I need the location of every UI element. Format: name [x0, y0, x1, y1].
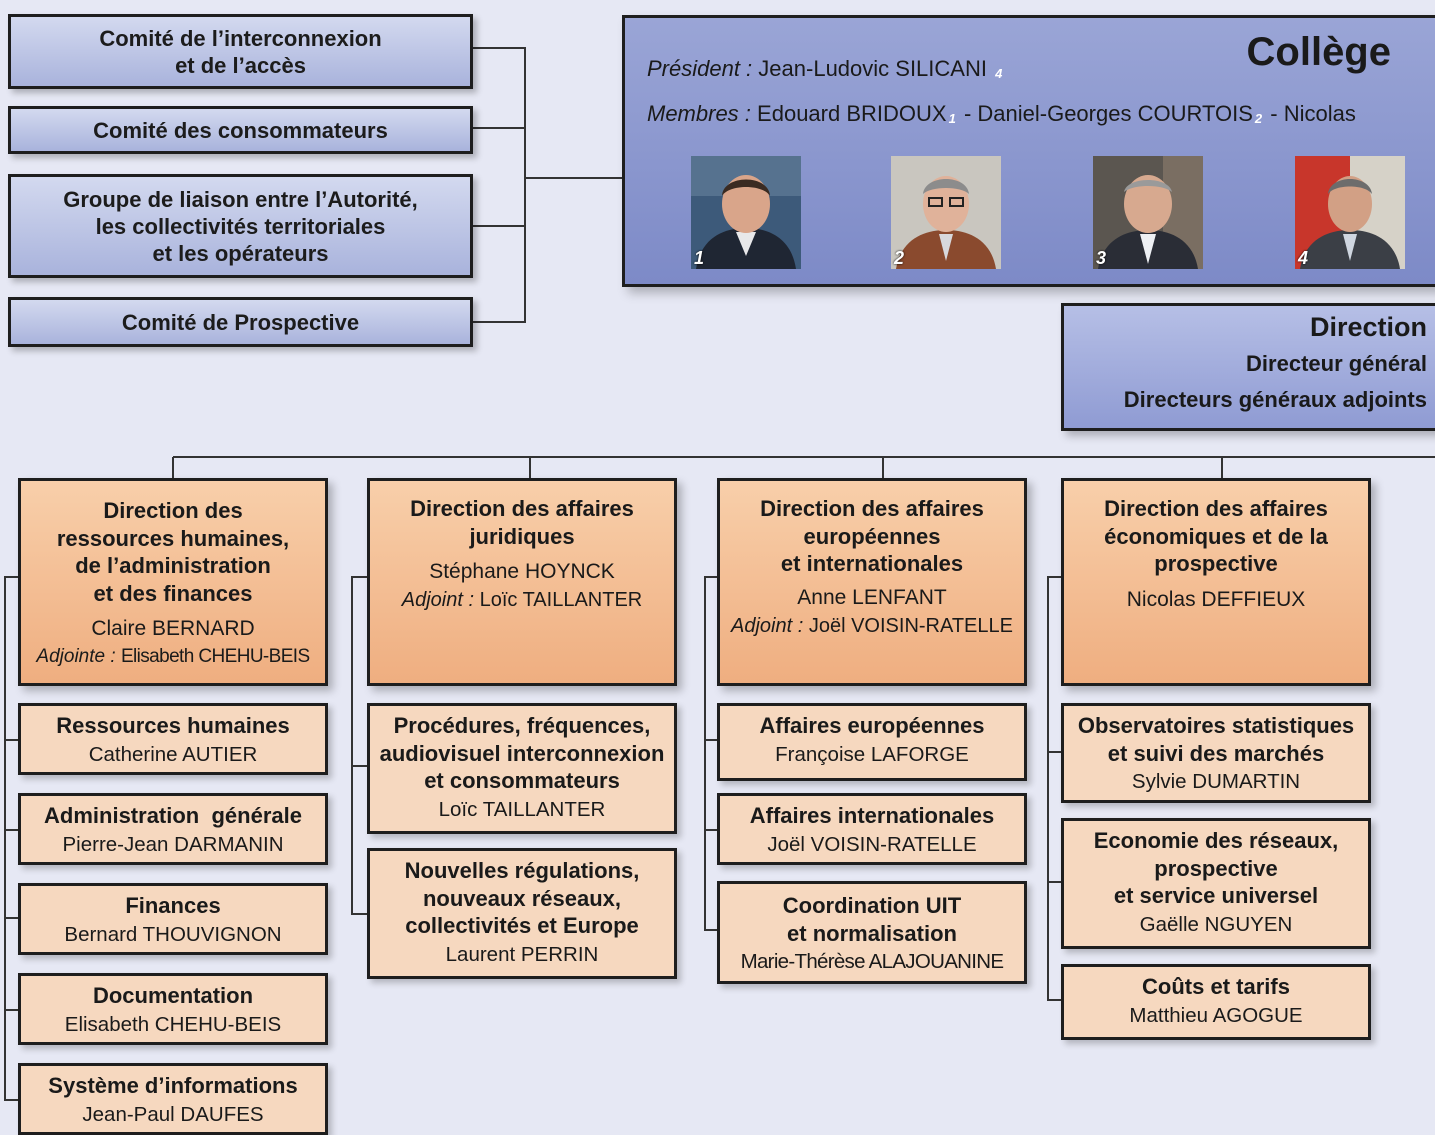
directorate-rh-admin-finances: Direction des ressources humaines, de l’… [18, 478, 328, 686]
committee-interconnexion: Comité de l’interconnexion et de l’accès [8, 14, 473, 89]
unit-title: Administration générale [44, 803, 302, 828]
unit-title: Affaires européennes [759, 713, 985, 738]
members-label: Membres : [647, 101, 751, 126]
unit-ressources-humaines: Ressources humaines Catherine AUTIER [18, 703, 328, 775]
unit-person: Françoise LAFORGE [775, 742, 969, 766]
unit-affaires-internationales: Affaires internationales Joël VOISIN-RAT… [717, 793, 1027, 865]
member-ref: 2 [1254, 111, 1263, 126]
unit-procedures-frequences: Procédures, fréquences, audiovisuel inte… [367, 703, 677, 834]
president-label: Président : [647, 56, 753, 81]
unit-person: Catherine AUTIER [88, 742, 258, 766]
unit-title: Procédures, fréquences, audiovisuel inte… [379, 713, 665, 793]
photo-number: 1 [694, 248, 705, 268]
president-name: Jean-Ludovic SILICANI [758, 56, 987, 81]
deputy-label: Adjoint : [731, 614, 804, 637]
committee-label: Comité de Prospective [121, 309, 360, 335]
unit-documentation: Documentation Elisabeth CHEHU-BEIS [18, 973, 328, 1045]
directorate-head: Nicolas DEFFIEUX [1126, 587, 1306, 611]
unit-person: Matthieu AGOGUE [1129, 1003, 1303, 1027]
unit-finances: Finances Bernard THOUVIGNON [18, 883, 328, 955]
member-name: Edouard BRIDOUX [757, 101, 947, 126]
unit-title: Coûts et tarifs [1142, 974, 1290, 999]
college-box: Collège Président : Jean-Ludovic SILICAN… [622, 15, 1435, 287]
member-photo-1: 1 [691, 156, 801, 269]
unit-systeme-informations: Système d’informations Jean-Paul DAUFES [18, 1063, 328, 1135]
directorate-deputy: Adjoint : Joël VOISIN-RATELLE [720, 612, 1024, 640]
unit-person: Elisabeth CHEHU-BEIS [64, 1012, 282, 1036]
directorate-head: Stéphane HOYNCK [429, 560, 615, 583]
deputy-label: Adjointe : [36, 646, 116, 667]
unit-person: Pierre-Jean DARMANIN [62, 832, 284, 856]
unit-title: Système d’informations [48, 1073, 298, 1098]
committee-prospective: Comité de Prospective [8, 297, 473, 347]
directorate-affaires-economiques: Direction des affaires économiques et de… [1061, 478, 1371, 686]
photo-number: 2 [894, 248, 905, 268]
member-name: Daniel-Georges COURTOIS [977, 101, 1253, 126]
unit-nouvelles-regulations: Nouvelles régulations, nouveaux réseaux,… [367, 848, 677, 979]
unit-title: Coordination UIT et normalisation [782, 893, 962, 946]
unit-couts-et-tarifs: Coûts et tarifs Matthieu AGOGUE [1061, 964, 1371, 1040]
directorate-title: Direction des affaires économiques et de… [1104, 496, 1328, 576]
unit-person: Loïc TAILLANTER [438, 797, 606, 821]
unit-title: Ressources humaines [56, 713, 290, 738]
separator: - [1270, 101, 1278, 126]
portrait-image [1295, 156, 1405, 269]
directorate-head: Anne LENFANT [797, 585, 947, 609]
committee-consommateurs: Comité des consommateurs [8, 106, 473, 154]
unit-person: Bernard THOUVIGNON [64, 922, 282, 946]
directorate-title: Direction des affaires juridiques [410, 496, 634, 549]
directorate-affaires-europeennes: Direction des affaires européennes et in… [717, 478, 1027, 686]
unit-person: Sylvie DUMARTIN [1131, 770, 1301, 793]
member-photo-2: 2 [891, 156, 1001, 269]
unit-coordination-uit: Coordination UIT et normalisation Marie-… [717, 881, 1027, 984]
member-name: Nicolas [1283, 101, 1356, 126]
member-ref: 1 [948, 111, 956, 126]
college-title: Collège [1246, 30, 1391, 74]
unit-title: Finances [125, 893, 221, 918]
committee-label: Comité des consommateurs [93, 117, 388, 143]
deputy-name: Loïc TAILLANTER [479, 589, 643, 611]
groupe-de-liaison: Groupe de liaison entre l’Autorité, les … [8, 174, 473, 278]
directorate-deputy: Adjoint : Loïc TAILLANTER [370, 586, 674, 614]
directorate-head: Claire BERNARD [91, 617, 255, 640]
unit-person: Joël VOISIN-RATELLE [767, 832, 977, 856]
photo-number: 4 [1298, 248, 1309, 268]
direction-title: Direction [1309, 312, 1427, 342]
directeur-general: Directeur général [1246, 351, 1427, 376]
deputy-name: Elisabeth CHEHU-BEIS [120, 646, 310, 667]
unit-observatoires: Observatoires statistiques et suivi des … [1061, 703, 1371, 803]
unit-title: Economie des réseaux, prospective et ser… [1093, 828, 1339, 908]
deputy-name: Joël VOISIN-RATELLE [808, 614, 1013, 637]
deputy-label: Adjoint : [401, 589, 475, 611]
directorate-deputy: Adjointe : Elisabeth CHEHU-BEIS [21, 643, 325, 671]
portrait-image [691, 156, 801, 269]
unit-affaires-europeennes: Affaires européennes Françoise LAFORGE [717, 703, 1027, 781]
committee-label: Comité de l’interconnexion et de l’accès [99, 25, 382, 78]
directorate-title: Direction des ressources humaines, de l’… [56, 498, 290, 606]
unit-person: Laurent PERRIN [445, 942, 599, 966]
direction-box: Direction Directeur général Directeurs g… [1061, 303, 1435, 431]
president-ref: 4 [995, 66, 1003, 81]
portrait-image [1093, 156, 1203, 269]
member-photo-4: 4 [1295, 156, 1405, 269]
committee-label: Groupe de liaison entre l’Autorité, les … [63, 186, 418, 266]
photo-number: 3 [1096, 248, 1107, 268]
unit-person: Gaëlle NGUYEN [1139, 912, 1293, 936]
unit-person: Jean-Paul DAUFES [82, 1102, 264, 1126]
president-line: Président : Jean-Ludovic SILICANI 4 [647, 56, 1004, 82]
member-photo-3: 3 [1093, 156, 1203, 269]
unit-title: Affaires internationales [749, 803, 995, 828]
unit-administration-generale: Administration générale Pierre-Jean DARM… [18, 793, 328, 865]
directeurs-adjoints: Directeurs généraux adjoints [1123, 387, 1427, 412]
separator: - [963, 101, 972, 126]
unit-person: Marie-Thérèse ALAJOUANINE [740, 950, 1004, 973]
unit-economie-des-reseaux: Economie des réseaux, prospective et ser… [1061, 818, 1371, 949]
unit-title: Observatoires statistiques et suivi des … [1077, 713, 1355, 766]
unit-title: Nouvelles régulations, nouveaux réseaux,… [404, 858, 640, 938]
directorate-title: Direction des affaires européennes et in… [760, 496, 984, 576]
portrait-image [891, 156, 1001, 269]
directorate-affaires-juridiques: Direction des affaires juridiques Stépha… [367, 478, 677, 686]
unit-title: Documentation [92, 983, 254, 1008]
